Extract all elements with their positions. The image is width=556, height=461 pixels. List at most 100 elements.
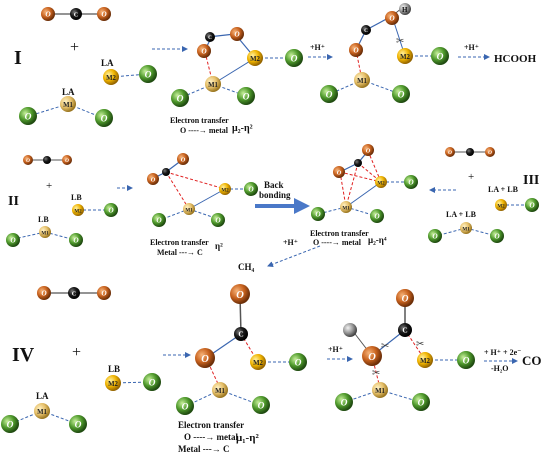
ligand-atom [143,373,161,391]
complex-iv-protonated: ✂ ✂ ✂ [335,289,475,411]
scissors-icon: ✂ [396,36,404,47]
ligand-symbol: O [177,94,184,104]
oxygen-symbol: O [488,150,492,156]
h-plus-label: +H⁺ [328,345,343,354]
ligand-symbol: O [75,420,82,430]
scissors-icon: ✂ [381,341,389,352]
ligand-atom [244,182,258,196]
plus-sign: + [468,171,474,183]
oxygen-symbol: O [236,290,244,301]
oxygen-symbol: O [181,156,186,163]
electron-transfer-label: Electron transfer [170,116,229,125]
hydrogen-atom [343,323,357,337]
oxygen-atom [230,284,250,304]
ligand-atom [69,233,83,247]
la-label: LA [62,87,75,97]
ligand-symbol: O [248,185,254,194]
ligand-atom [335,393,353,411]
carbon-atom [43,156,51,164]
lb-m2-site [105,373,161,391]
electron-transfer-direction: Metal ---→ C [157,248,203,257]
m1-symbol: M1 [63,102,73,109]
lb-label: LB [38,215,49,224]
ligand-symbol: O [145,70,152,80]
scissors-icon: ✂ [372,368,380,379]
ligand-atom [490,229,504,243]
oxygen-symbol: O [201,47,207,56]
carbon-atom [234,327,248,341]
oxygen-symbol: O [337,169,342,176]
m1-atom [354,72,370,88]
binding-mode: μ₂-η⁴ [368,235,387,245]
ligand-symbol: O [432,232,438,241]
ligand-atom [457,351,475,369]
carbon-atom [70,8,82,20]
co2-molecule [445,147,495,157]
electron-transfer-direction: O ----→ metal [180,126,229,135]
ligand-symbol: O [258,401,265,411]
electron-transfer-label: Electron transfer [150,238,209,247]
carbon-symbol: C [402,326,407,335]
panel-iv: IV + LB LA [1,284,542,454]
ligand-atom [152,213,166,227]
carbon-atom [354,159,362,167]
carbon-symbol: C [208,35,212,41]
m2-symbol: M2 [497,203,505,209]
panel-iii: III + LA + LB LA + LB [428,147,539,243]
m2-atom [105,375,121,391]
oxygen-symbol: O [389,14,395,23]
panel-i: I + LA LA [14,3,537,135]
carbon-symbol: C [238,330,243,339]
ligand-atom [237,87,255,105]
oxygen-symbol: O [101,289,107,298]
panel-iv-label: IV [12,344,35,366]
ligand-symbol: O [215,216,221,225]
ligand-symbol: O [25,112,32,122]
m2-symbol: M2 [400,54,410,61]
oxygen-atom [485,147,495,157]
oxygen-symbol: O [368,352,376,363]
lb-site [6,226,83,247]
oxygen-symbol: O [234,30,240,39]
ligand-atom [171,89,189,107]
ligand-atom [404,175,418,189]
oxygen-symbol: O [41,289,47,298]
complex-mu2-eta4 [311,144,418,223]
oxygen-atom [41,7,55,21]
m1-atom [34,403,50,419]
oxygen-atom [333,166,345,178]
ligand-atom [285,49,303,67]
oxygen-atom [396,289,414,307]
complex-ii-eta2 [147,153,258,227]
m1-symbol: M1 [37,409,47,416]
product-co: CO [522,353,542,368]
m1-symbol: M1 [342,205,350,211]
m2-atom [72,204,84,216]
m1-symbol: M1 [462,226,470,232]
oxygen-atom [97,286,111,300]
m2-atom [103,69,119,85]
m1-atom [205,76,221,92]
m2-atom [250,354,266,370]
m1-atom [340,201,352,213]
ligand-symbol: O [295,358,302,368]
la-m1-site [1,403,87,433]
oxygen-symbol: O [353,46,359,55]
ligand-atom [392,85,410,103]
m1-atom [39,226,51,238]
ligand-atom [69,415,87,433]
ligand-atom [139,65,157,83]
protonation-arrow [267,245,321,268]
plus-sign: + [70,39,79,56]
m2-atom [247,50,263,66]
m1-atom [183,203,195,215]
carbon-atom [162,168,170,176]
ligand-atom [6,233,20,247]
la-site [19,96,113,127]
ligand-atom [104,203,118,217]
m2-atom [397,48,413,64]
carbon-symbol: C [364,28,368,34]
ligand-symbol: O [101,114,108,124]
carbon-atom [68,287,80,299]
ligand-symbol: O [408,178,414,187]
